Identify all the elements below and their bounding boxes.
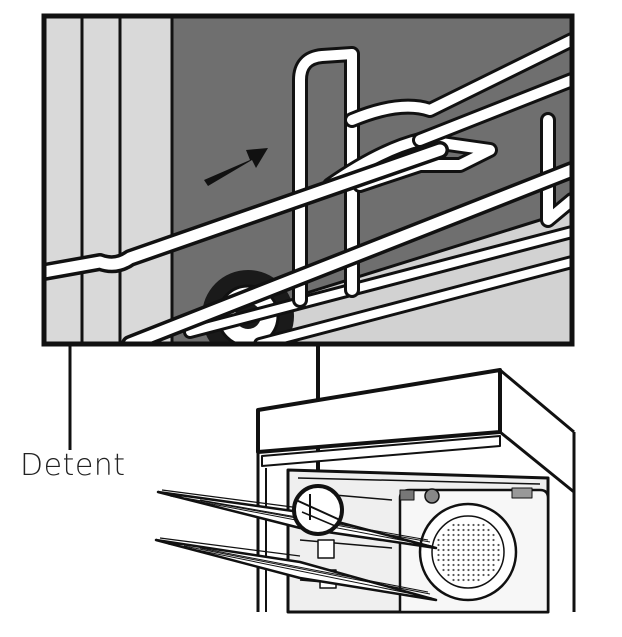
fan-grille [437,523,500,582]
inset-frame [41,13,575,347]
oven-side-panel [44,16,174,344]
lower-rack [154,537,438,602]
detent-label: Detent [20,448,126,483]
detent-detail-circle [292,484,344,536]
magnified-inset [44,16,572,344]
rack-wire-frame [44,32,572,344]
lower-rack-rails [183,225,572,344]
arrow-right-icon [204,148,268,186]
